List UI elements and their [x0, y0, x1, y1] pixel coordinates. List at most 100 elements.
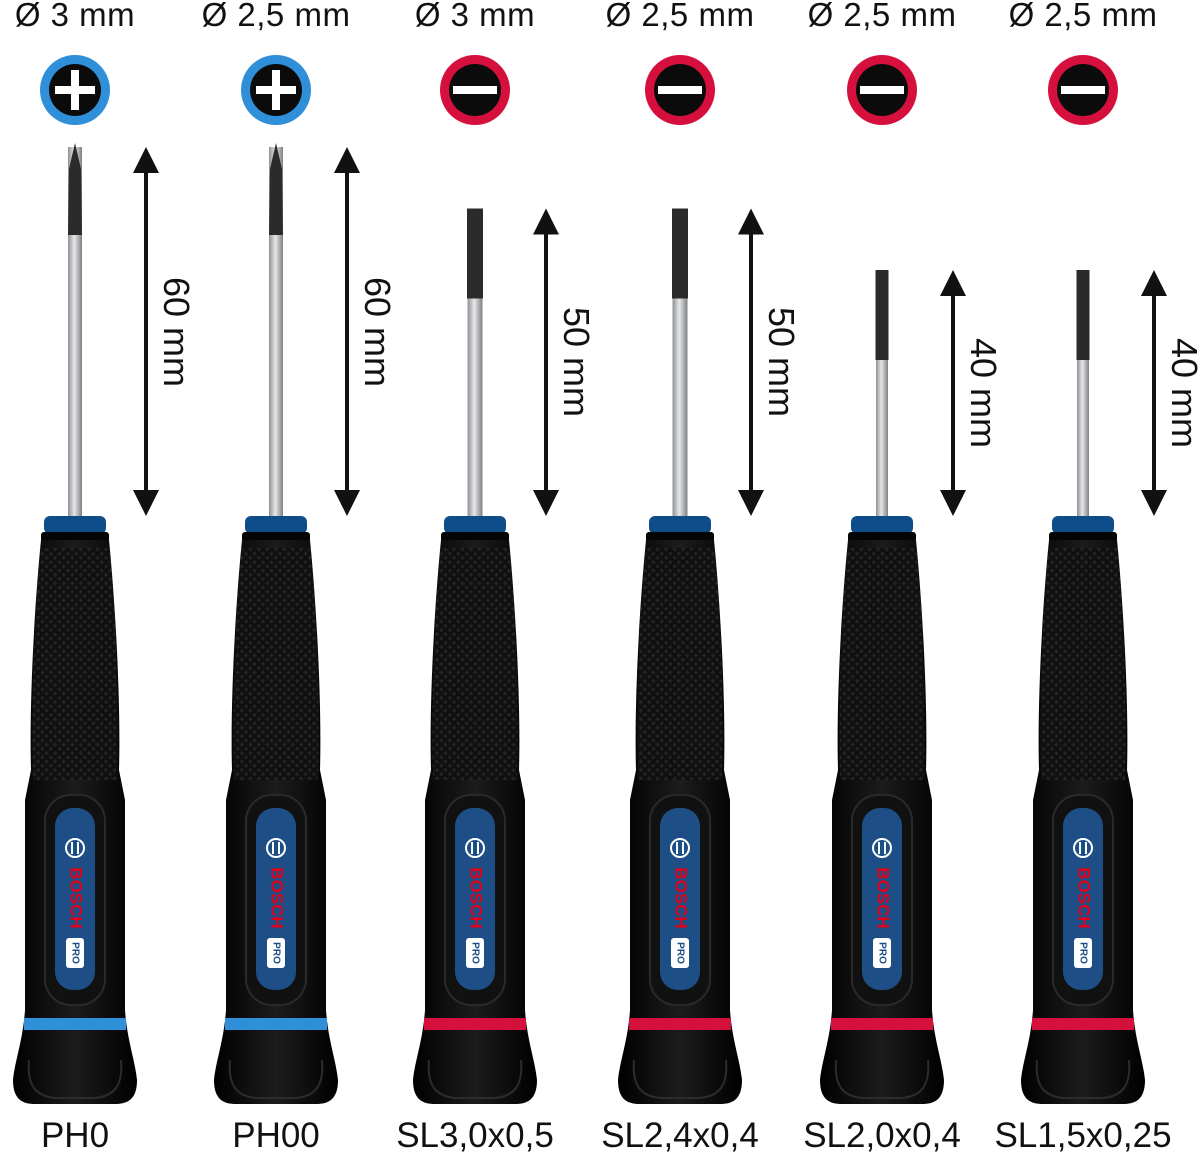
- knurled-grip: [233, 548, 319, 780]
- slotted-tip-icon: [645, 55, 715, 125]
- pro-badge: [466, 938, 484, 968]
- shaft: [68, 147, 82, 516]
- phillips-blade: [68, 143, 82, 235]
- pro-text: PRO: [876, 942, 887, 964]
- size-name-label: SL1,5x0,25: [994, 1116, 1172, 1155]
- collar: [44, 516, 106, 534]
- pro-text: PRO: [69, 942, 80, 964]
- slotted-blade: [1076, 270, 1090, 360]
- screwdriver-3: BOSCH PRO: [413, 55, 559, 1104]
- arrow-head-up: [133, 147, 159, 173]
- accent-ring: [424, 1018, 526, 1030]
- knurled-grip: [1040, 548, 1126, 780]
- handle: BOSCH PRO: [820, 516, 944, 1104]
- phillips-tip-icon: [241, 55, 311, 125]
- knurled-grip: [637, 548, 723, 780]
- screwdriver-4: BOSCH PRO: [618, 55, 764, 1104]
- arrow-head-up: [738, 208, 764, 235]
- phillips-tip-icon: [40, 55, 110, 125]
- accent-ring: [24, 1018, 126, 1030]
- length-label: 60 mm: [357, 276, 398, 387]
- end-cap: [228, 1059, 324, 1099]
- bosch-logo-icon: [266, 838, 286, 858]
- label-panel: [455, 808, 495, 990]
- accent-ring: [831, 1018, 933, 1030]
- size-name-label: SL2,4x0,4: [601, 1116, 759, 1155]
- arrow-head-up: [940, 270, 966, 296]
- length-label: 60 mm: [156, 276, 197, 387]
- bosch-logo-icon: [1073, 838, 1093, 858]
- length-label: 50 mm: [761, 307, 802, 418]
- end-cap: [632, 1059, 728, 1099]
- collar: [851, 516, 913, 534]
- length-label: 40 mm: [963, 337, 1004, 449]
- slotted-tip-icon: [847, 55, 917, 125]
- pro-badge: [66, 938, 84, 968]
- label-panel: [660, 808, 700, 990]
- length-arrow: [533, 208, 559, 516]
- knurled-grip: [432, 548, 518, 780]
- arrow-head-up: [1141, 270, 1167, 296]
- shaft: [269, 147, 283, 516]
- collar: [1052, 516, 1114, 534]
- arrow-head-down: [1141, 490, 1167, 516]
- bosch-logo-icon: [670, 838, 690, 858]
- arrow-head-down: [133, 490, 159, 516]
- size-name-label: SL2,0x0,4: [803, 1116, 961, 1155]
- collar: [649, 516, 711, 534]
- pro-text: PRO: [469, 942, 480, 964]
- screwdriver-1: BOSCH PRO: [13, 55, 159, 1104]
- arrow-head-down: [940, 490, 966, 516]
- length-arrow: [738, 208, 764, 516]
- label-panel: [862, 808, 902, 990]
- pro-text: PRO: [674, 942, 685, 964]
- slotted-tip-icon: [440, 55, 510, 125]
- bosch-logo-icon: [872, 838, 892, 858]
- size-name-label: PH0: [40, 1116, 110, 1155]
- arrow-head-down: [334, 490, 360, 516]
- label-panel: [55, 808, 95, 990]
- label-panel: [1063, 808, 1103, 990]
- label-panel: [256, 808, 296, 990]
- pro-text: PRO: [270, 942, 281, 964]
- slotted-blade: [875, 270, 889, 360]
- phillips-blade: [269, 143, 283, 235]
- diameter-label: Ø 2,5 mm: [201, 0, 351, 33]
- collar: [245, 516, 307, 534]
- arrow-head-up: [334, 147, 360, 173]
- end-cap: [1035, 1059, 1131, 1099]
- brand-text: BOSCH: [67, 867, 86, 928]
- diameter-label: Ø 2,5 mm: [807, 0, 957, 33]
- pro-badge: [873, 938, 891, 968]
- length-arrow: [1141, 270, 1167, 516]
- pro-badge: [267, 938, 285, 968]
- knurled-grip: [32, 548, 118, 780]
- handle: BOSCH PRO: [618, 516, 742, 1104]
- pro-text: PRO: [1077, 942, 1088, 964]
- knurled-grip: [839, 548, 925, 780]
- brand-text: BOSCH: [672, 867, 691, 928]
- pro-badge: [671, 938, 689, 968]
- end-cap: [27, 1059, 123, 1099]
- length-arrow: [133, 147, 159, 516]
- brand-text: BOSCH: [874, 867, 893, 928]
- screwdriver-5: BOSCH PRO: [820, 55, 966, 1104]
- diameter-label: Ø 2,5 mm: [605, 0, 755, 33]
- length-arrow: [940, 270, 966, 516]
- brand-text: BOSCH: [467, 867, 486, 928]
- arrow-head-up: [533, 208, 559, 235]
- size-name-label: PH00: [232, 1116, 320, 1155]
- collar: [444, 516, 506, 534]
- diameter-label: Ø 3 mm: [414, 0, 536, 33]
- end-cap: [834, 1059, 930, 1099]
- slotted-blade: [467, 208, 483, 299]
- handle: BOSCH PRO: [13, 516, 137, 1104]
- slotted-blade: [672, 208, 688, 299]
- pro-badge: [1074, 938, 1092, 968]
- length-arrow: [334, 147, 360, 516]
- slotted-tip-icon: [1048, 55, 1118, 125]
- arrow-head-down: [738, 490, 764, 516]
